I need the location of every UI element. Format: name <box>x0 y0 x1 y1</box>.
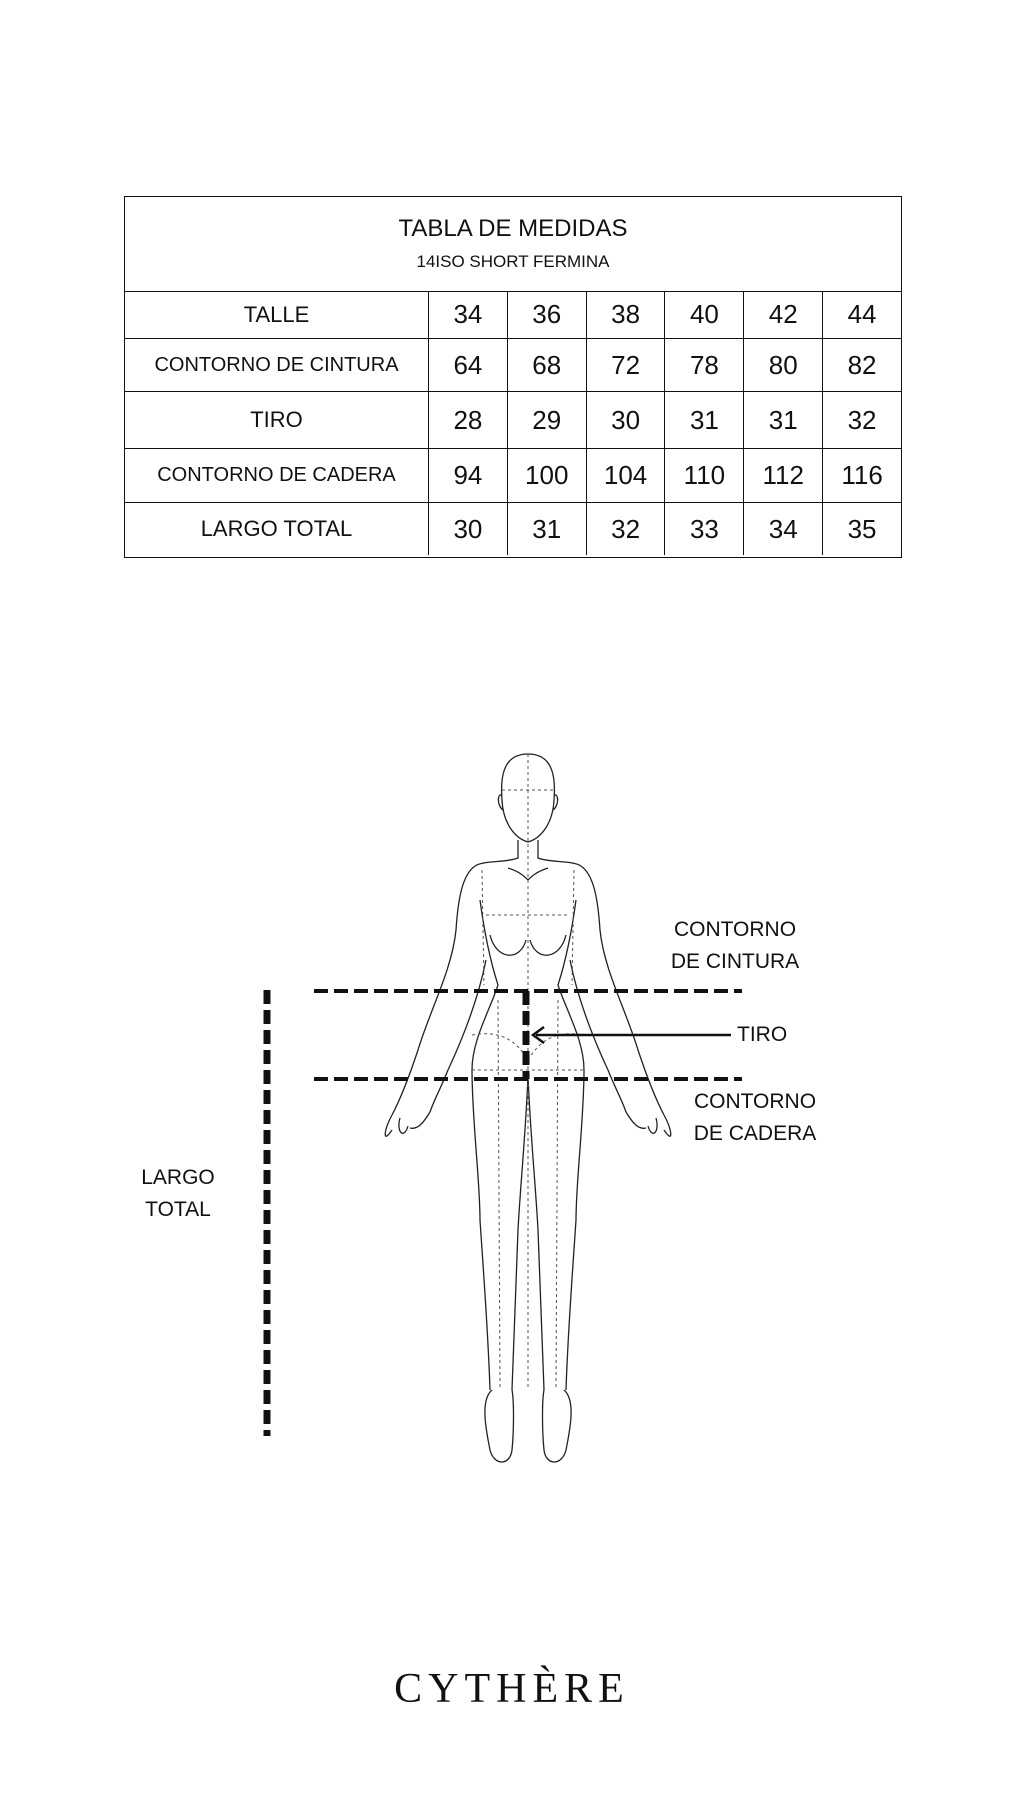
table-cell: 34 <box>744 503 824 555</box>
table-cell: 64 <box>429 339 508 391</box>
table-cell: 80 <box>744 339 824 391</box>
table-cell: 104 <box>587 449 666 502</box>
table-cell: 94 <box>429 449 508 502</box>
table-title: TABLA DE MEDIDAS <box>398 215 628 242</box>
length-label: LARGO TOTAL <box>128 1162 228 1226</box>
waist-label: CONTORNO DE CINTURA <box>650 914 820 978</box>
table-cell: 100 <box>508 449 587 502</box>
row-label: CONTORNO DE CINTURA <box>125 339 429 391</box>
table-cell: 31 <box>744 392 824 448</box>
table-cell: 33 <box>665 503 745 555</box>
table-cell: 44 <box>847 299 877 329</box>
table-cell: 42 <box>744 291 824 338</box>
table-cell: 116 <box>841 460 883 490</box>
row-label: TIRO <box>125 392 429 448</box>
table-cell: 78 <box>665 339 745 391</box>
measure-lines <box>263 989 742 1436</box>
table-cell: 40 <box>665 291 745 338</box>
table-cell: 30 <box>429 503 508 555</box>
table-cell: 110 <box>665 449 745 502</box>
waist-label-line2: DE CINTURA <box>670 950 800 973</box>
table-cell: 32 <box>587 503 666 555</box>
row-label: LARGO TOTAL <box>125 503 429 555</box>
tiro-label: TIRO <box>737 1023 788 1046</box>
table-cell: 35 <box>847 513 877 544</box>
hip-label-line1: CONTORNO <box>693 1090 817 1113</box>
table-cell: 31 <box>508 503 587 555</box>
table-subtitle: 14ISO SHORT FERMINA <box>416 252 610 271</box>
brand-logo: CYTHÈRE <box>394 1666 630 1712</box>
row-label: CONTORNO DE CADERA <box>125 449 429 502</box>
table-cell: 34 <box>429 291 508 338</box>
table-cell: 68 <box>508 339 587 391</box>
row-label: TALLE <box>125 291 429 338</box>
length-label-line2: TOTAL <box>145 1198 211 1221</box>
table-cell: 82 <box>847 349 877 380</box>
tiro-arrow <box>530 1025 731 1045</box>
table-cell: 36 <box>508 291 587 338</box>
table-header: TABLA DE MEDIDAS 14ISO SHORT FERMINA <box>125 197 901 292</box>
table-cell: 29 <box>508 392 587 448</box>
table-cell: 112 <box>744 449 824 502</box>
table-cell: 30 <box>587 392 666 448</box>
hip-label-line2: DE CADERA <box>693 1122 817 1145</box>
table-cell: 32 <box>847 404 877 435</box>
size-table: TABLA DE MEDIDAS 14ISO SHORT FERMINA TAL… <box>124 196 902 558</box>
table-cell: 38 <box>587 291 666 338</box>
length-label-line1: LARGO <box>141 1166 215 1189</box>
waist-label-line1: CONTORNO <box>673 918 797 941</box>
table-cell: 28 <box>429 392 508 448</box>
hip-label: CONTORNO DE CADERA <box>670 1086 840 1150</box>
table-cell: 31 <box>665 392 745 448</box>
table-cell: 72 <box>587 339 666 391</box>
